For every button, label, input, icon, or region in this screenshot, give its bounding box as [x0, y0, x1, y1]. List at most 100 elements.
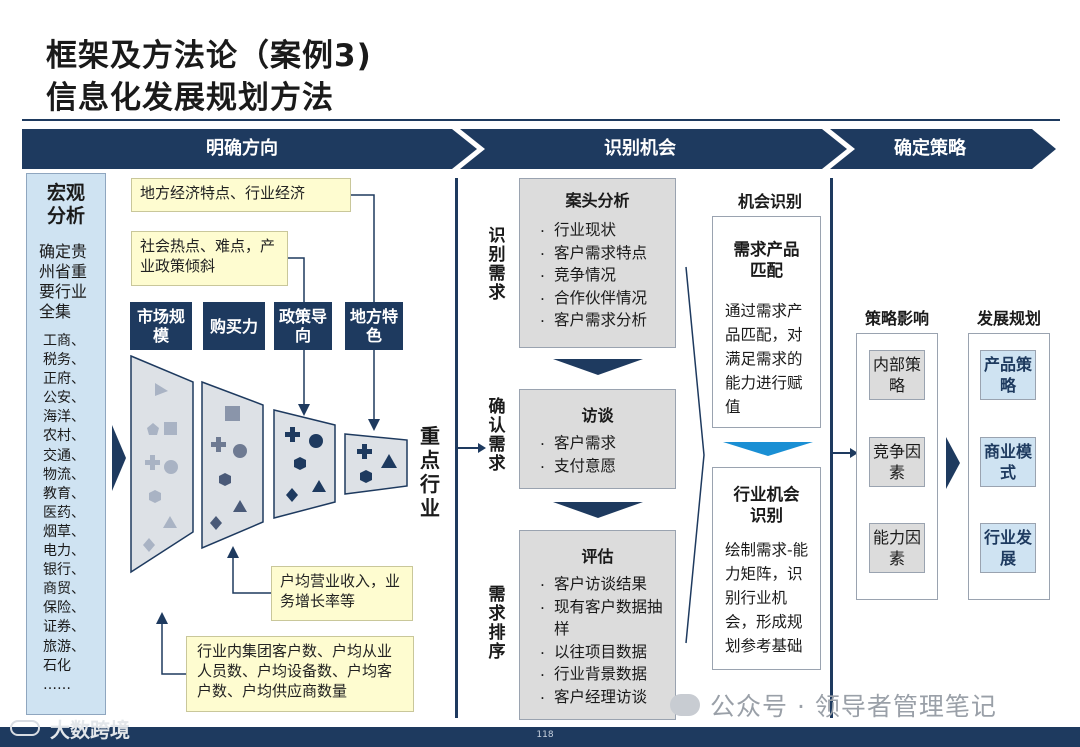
note-local-economy: 地方经济特点、行业经济 [131, 178, 351, 212]
filter-market-size: 市场规模 [130, 302, 192, 350]
match-box: 需求产品匹配 通过需求产品匹配，对满足需求的能力进行赋值 [712, 216, 821, 428]
stage-identify: 识别需求 [488, 226, 506, 303]
wechat-icon [670, 694, 700, 716]
industry-item: 公安、 [43, 390, 85, 407]
funnel-shapes-1 [143, 383, 178, 552]
plan-business-model: 商业模式 [980, 437, 1036, 487]
page-subtitle: 信息化发展规划方法 [46, 80, 334, 116]
opportunity-id-title: 机会识别 [737, 192, 802, 211]
industry-item: 教育、 [43, 485, 85, 502]
list-item: 客户需求 [538, 429, 675, 455]
banner-opportunity [460, 129, 847, 169]
macro-desc: 确定贵州省重要行业全集 [39, 242, 88, 321]
industry-item: 电力、 [43, 543, 85, 560]
industry-item: 银行、 [43, 562, 85, 579]
desk-analysis-box: 案头分析 行业现状 客户需求特点 竞争情况 合作伙伴情况 客户需求分析 [519, 178, 676, 348]
brand-logo-icon [10, 720, 40, 736]
title-rule [22, 119, 1060, 121]
industry-funnel [130, 354, 408, 574]
influence-internal: 内部策略 [869, 350, 925, 400]
industry-item: 税务、 [43, 352, 85, 369]
list-item: 客户访谈结果 [538, 570, 675, 596]
section-direction-label: 明确方向 [206, 138, 278, 159]
industry-item: …… [43, 676, 71, 693]
key-industry: 重点行业 [420, 424, 440, 520]
banner-direction [22, 129, 477, 169]
funnel-stage-1 [130, 354, 194, 574]
match-desc: 通过需求产品匹配，对满足需求的能力进行赋值 [725, 302, 803, 416]
funnel-shapes-2 [210, 406, 247, 530]
industry-item: 医药、 [43, 504, 85, 521]
influence-title: 策略影响 [864, 309, 929, 328]
industry-item: 交通、 [43, 447, 85, 464]
filter-local-feature: 地方特色 [345, 302, 403, 350]
note-hotspots: 社会热点、难点，产业政策倾斜 [131, 231, 288, 286]
influence-competition: 竞争因素 [869, 437, 925, 487]
section-opportunity-label: 识别机会 [604, 138, 676, 159]
arrow-strategy [832, 448, 858, 458]
list-item: 支付意愿 [538, 452, 675, 478]
funnel-stage-2 [201, 380, 264, 550]
industry-item: 证券、 [43, 619, 85, 636]
interview-title: 访谈 [581, 406, 614, 425]
industry-opportunity-title: 行业机会识别 [733, 485, 800, 525]
banner-strategy [830, 129, 1056, 169]
list-item: 客户经理访谈 [538, 683, 675, 709]
plan-product: 产品策略 [980, 350, 1036, 400]
bracket-chevron [685, 266, 705, 644]
arrow-plan [946, 437, 960, 489]
filter-purchasing-power: 购买力 [203, 302, 265, 350]
list-item: 客户需求特点 [538, 239, 675, 265]
watermark-right: 公众号 · 领导者管理笔记 [670, 688, 1060, 722]
arrow-down-1 [553, 359, 643, 375]
industry-item: 工商、 [43, 333, 85, 349]
plan-title: 发展规划 [976, 309, 1041, 328]
watermark-left: 大数跨境 [10, 713, 130, 743]
watermark-left-text: 大数跨境 [50, 717, 130, 742]
stage-rank: 需求排序 [488, 585, 506, 662]
note-customers: 行业内集团客户数、户均从业人员数、户均设备数、户均客户数、户均供应商数量 [186, 636, 414, 712]
match-title: 需求产品匹配 [733, 240, 800, 280]
industry-opportunity-box: 行业机会识别 绘制需求-能力矩阵，识别行业机会，形成规划参考基础 [712, 467, 821, 670]
note-income: 户均营业收入，业务增长率等 [271, 566, 413, 621]
industry-item: 石化 [43, 657, 71, 674]
filter-policy: 政策导向 [274, 302, 332, 350]
arrow-down-2 [553, 502, 643, 518]
influence-capability: 能力因素 [869, 523, 925, 573]
separator-1 [455, 178, 458, 718]
section-banner [22, 129, 1056, 169]
arrow-key-industry [458, 443, 486, 453]
industry-item: 农村、 [43, 428, 85, 445]
macro-title: 宏观分析 [46, 182, 85, 227]
list-item: 行业背景数据 [538, 660, 675, 686]
stage-confirm: 确认需求 [488, 397, 506, 474]
separator-2 [830, 178, 833, 718]
interview-box: 访谈 客户需求 支付意愿 [519, 389, 676, 489]
arrow-down-3 [723, 442, 813, 456]
industry-item: 正府、 [43, 371, 85, 388]
list-item: 客户需求分析 [538, 306, 675, 332]
list-item: 合作伙伴情况 [538, 284, 675, 310]
funnel-shapes-4 [357, 444, 397, 483]
industry-item: 物流、 [43, 466, 85, 483]
industry-item: 保险、 [43, 600, 85, 617]
funnel-shapes-3 [285, 427, 326, 502]
desk-analysis-title: 案头分析 [565, 191, 630, 210]
industry-item: 海洋、 [43, 409, 85, 426]
list-item: 竞争情况 [538, 261, 675, 287]
list-item: 以往项目数据 [538, 638, 675, 664]
industry-opportunity-desc: 绘制需求-能力矩阵，识别行业机会，形成规划参考基础 [725, 541, 809, 655]
funnel-stage-4 [344, 433, 408, 495]
page-title: 框架及方法论（案例3) [46, 38, 372, 74]
section-strategy-label: 确定策略 [894, 138, 966, 159]
evaluation-box: 评估 客户访谈结果 现有客户数据抽样 以往项目数据 行业背景数据 客户经理访谈 [519, 530, 676, 720]
evaluation-title: 评估 [581, 547, 614, 566]
macro-analysis-panel: 宏观分析 确定贵州省重要行业全集 工商、税务、正府、公安、海洋、农村、交通、物流… [26, 173, 106, 715]
plan-industry-dev: 行业发展 [980, 523, 1036, 573]
list-item: 现有客户数据抽样 [538, 593, 675, 641]
industry-item: 烟草、 [43, 523, 85, 540]
industry-list: 工商、税务、正府、公安、海洋、农村、交通、物流、教育、医药、烟草、电力、银行、商… [43, 332, 105, 695]
industry-item: 商贸、 [43, 581, 85, 598]
footer-bar [0, 727, 1080, 747]
industry-item: 旅游、 [43, 638, 85, 655]
